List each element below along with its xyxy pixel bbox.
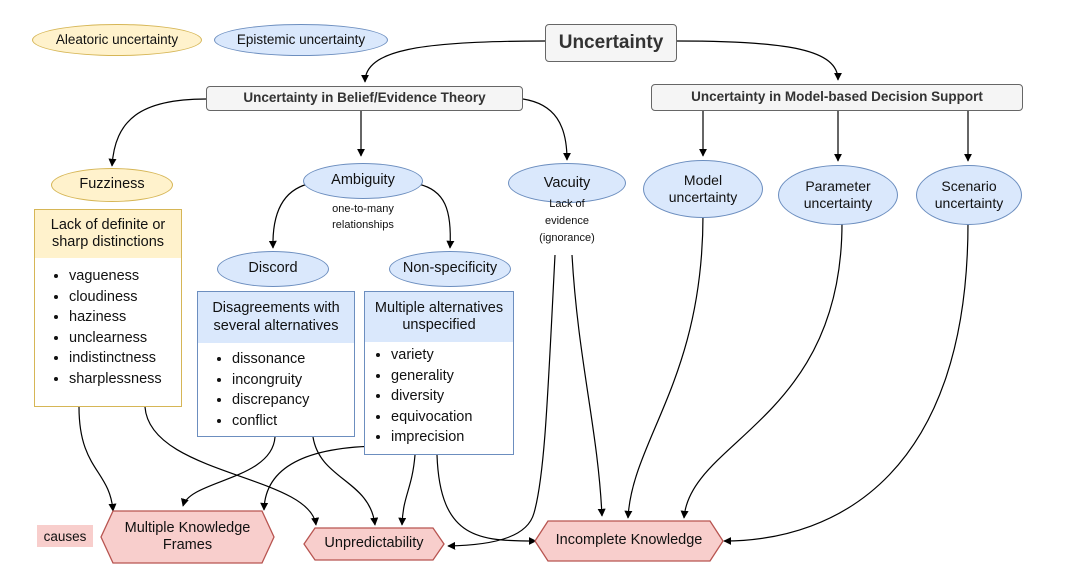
fuzziness-header-text: Lack of definite or sharp distinctions — [50, 216, 166, 250]
node-scenario-uncertainty-label: Scenario uncertainty — [934, 178, 1004, 211]
list-item: dissonance — [232, 349, 354, 370]
node-vacuity-label: Vacuity — [543, 175, 591, 191]
node-model-uncertainty: Model uncertainty — [643, 160, 763, 218]
category-decision-support: Uncertainty in Model-based Decision Supp… — [651, 84, 1023, 111]
fuzziness-list: vagueness cloudiness haziness unclearnes… — [34, 258, 182, 407]
list-item: equivocation — [391, 407, 513, 428]
node-model-uncertainty-label: Model uncertainty — [668, 172, 738, 205]
outcome-unpredictability-label: Unpredictability — [324, 535, 424, 552]
vacuity-note: Lack of evidence (ignorance) — [539, 198, 595, 245]
list-item: sharplessness — [69, 369, 181, 390]
list-item: diversity — [391, 386, 513, 407]
list-item: imprecision — [391, 427, 513, 448]
discord-list: dissonance incongruity discrepancy confl… — [197, 343, 355, 437]
list-item: haziness — [69, 307, 181, 328]
root-uncertainty: Uncertainty — [545, 24, 677, 62]
outcome-multiple-knowledge-frames-label: Multiple Knowledge Frames — [124, 519, 251, 553]
edge-nonspec-to-unpredictability — [398, 454, 416, 526]
node-discord-label: Discord — [248, 260, 298, 277]
list-item: conflict — [232, 411, 354, 432]
discord-header: Disagreements with several alternatives — [197, 291, 355, 344]
non-specificity-list: variety generality diversity equivocatio… — [364, 342, 514, 455]
legend-causes: causes — [37, 525, 93, 547]
category-belief-theory: Uncertainty in Belief/Evidence Theory — [206, 86, 523, 111]
node-scenario-uncertainty: Scenario uncertainty — [916, 165, 1022, 225]
legend-aleatoric-label: Aleatoric uncertainty — [55, 31, 179, 47]
edge-nonspec-to-incomplete — [436, 454, 537, 545]
edge-uncertainty-to-decision — [676, 40, 842, 81]
non-specificity-header-text: Multiple alternatives unspecified — [374, 299, 504, 333]
outcome-incomplete-knowledge: Incomplete Knowledge — [534, 520, 724, 562]
outcome-incomplete-knowledge-label: Incomplete Knowledge — [555, 532, 703, 549]
node-vacuity: Vacuity — [508, 163, 626, 203]
edge-vacuity-to-unpredictability — [447, 254, 556, 550]
edge-uncertainty-to-belief — [361, 40, 546, 83]
legend-causes-label: causes — [43, 528, 87, 544]
list-item: generality — [391, 366, 513, 387]
ambiguity-note: one-to-many relationships — [332, 203, 394, 231]
hexagon-shape — [100, 510, 275, 564]
node-fuzziness: Fuzziness — [51, 168, 173, 202]
hexagon-shape — [534, 520, 724, 562]
node-parameter-uncertainty-label: Parameter uncertainty — [803, 178, 873, 211]
edge-fuzziness-to-unpredictability — [144, 406, 320, 526]
edge-vacuity-to-incomplete — [571, 254, 606, 517]
edge-scenario-to-incomplete — [723, 222, 969, 545]
node-fuzziness-label: Fuzziness — [79, 176, 145, 193]
list-item: variety — [391, 345, 513, 366]
edge-model-to-incomplete — [624, 214, 704, 519]
node-non-specificity-label: Non-specificity — [402, 260, 498, 277]
node-parameter-uncertainty: Parameter uncertainty — [778, 165, 898, 225]
edge-discord-to-frames — [181, 436, 276, 507]
outcome-multiple-knowledge-frames: Multiple Knowledge Frames — [100, 510, 275, 564]
edge-belief-to-fuzziness — [108, 98, 207, 167]
edge-fuzziness-to-frames — [78, 406, 117, 512]
edge-ambiguity-to-nonspecificity — [417, 183, 455, 249]
edge-parameter-to-incomplete — [680, 222, 843, 519]
non-specificity-header: Multiple alternatives unspecified — [364, 291, 514, 343]
outcome-unpredictability: Unpredictability — [303, 527, 445, 561]
category-decision-support-label: Uncertainty in Model-based Decision Supp… — [691, 89, 983, 105]
category-belief-theory-label: Uncertainty in Belief/Evidence Theory — [243, 90, 486, 106]
list-item: vagueness — [69, 266, 181, 287]
node-discord: Discord — [217, 251, 329, 287]
edge-nonspec-to-frames — [260, 445, 386, 511]
legend-aleatoric: Aleatoric uncertainty — [32, 24, 202, 56]
fuzziness-header: Lack of definite or sharp distinctions — [34, 209, 182, 259]
node-non-specificity: Non-specificity — [389, 251, 511, 287]
discord-header-text: Disagreements with several alternatives — [212, 300, 340, 334]
hexagon-shape — [303, 527, 445, 561]
legend-epistemic: Epistemic uncertainty — [214, 24, 388, 56]
node-ambiguity: Ambiguity — [303, 163, 423, 199]
edge-ambiguity-to-discord — [268, 183, 309, 249]
list-item: indistinctness — [69, 348, 181, 369]
root-uncertainty-label: Uncertainty — [558, 31, 664, 53]
edge-belief-to-vacuity — [522, 98, 571, 161]
list-item: unclearness — [69, 328, 181, 349]
edge-discord-to-unpredictability — [312, 436, 379, 526]
node-ambiguity-label: Ambiguity — [331, 172, 395, 189]
list-item: discrepancy — [232, 390, 354, 411]
legend-epistemic-label: Epistemic uncertainty — [236, 31, 366, 47]
list-item: incongruity — [232, 370, 354, 391]
list-item: cloudiness — [69, 287, 181, 308]
